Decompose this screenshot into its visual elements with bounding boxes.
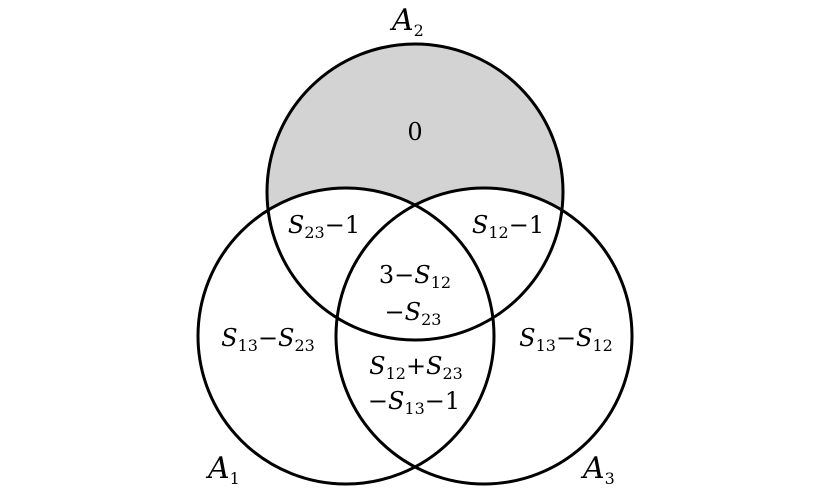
set-a1-label: A1 <box>205 451 240 488</box>
set-a1-circle <box>196 186 496 486</box>
region-a1-a2-label: S23−1 <box>288 211 360 242</box>
region-center-line2: −S23 <box>385 298 442 329</box>
region-a1-a3-line2: −S13−1 <box>368 387 460 418</box>
set-a2-circle <box>265 42 565 342</box>
region-a2-only-label: 0 <box>407 118 422 146</box>
region-a1-only-label: S13−S23 <box>221 324 315 355</box>
region-a2-a3-label: S12−1 <box>472 211 544 242</box>
region-center-line1: 3−S12 <box>379 261 451 292</box>
set-a2-label: A2 <box>389 3 424 40</box>
set-a3-label: A3 <box>580 451 615 488</box>
region-a1-a3-line1: S12+S23 <box>369 352 463 383</box>
region-a3-only-label: S13−S12 <box>519 324 613 355</box>
set-a3-circle <box>334 186 634 486</box>
